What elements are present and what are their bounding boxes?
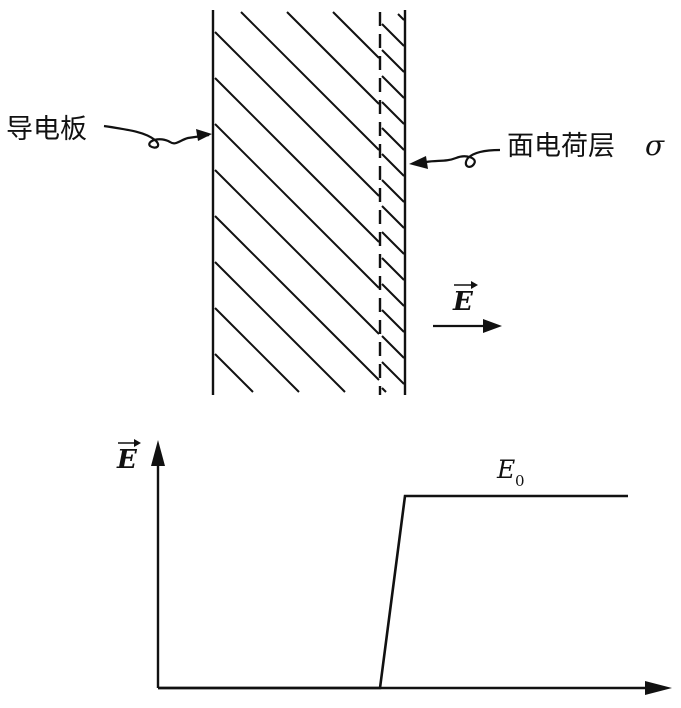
- charge-layer-label: 面电荷层: [507, 131, 615, 162]
- hatch-line: [214, 261, 346, 393]
- field-profile-curve: [158, 494, 628, 690]
- hatch-line: [381, 127, 405, 151]
- hatch-line: [397, 13, 405, 21]
- surface-charge-layer: [378, 10, 407, 395]
- field-vector-group: E: [433, 281, 502, 333]
- hatch-line: [381, 179, 405, 203]
- hatch-line: [214, 307, 300, 393]
- plate-leader-squiggle: [103, 124, 210, 149]
- y-axis-label-overarrow-head: [134, 439, 141, 447]
- hatch-line: [381, 387, 387, 393]
- hatch-line: [214, 123, 380, 289]
- charge-layer-hatching: [381, 13, 405, 393]
- charge-layer-label-group: 面电荷层 σ: [409, 129, 665, 169]
- y-axis-label: E: [116, 445, 138, 475]
- hatch-line: [240, 11, 380, 151]
- hatch-line: [214, 169, 380, 335]
- plate-hatching: [214, 11, 380, 393]
- hatch-line: [381, 101, 405, 125]
- hatch-line: [381, 205, 405, 229]
- plate-label: 导电板: [6, 114, 87, 145]
- hatch-line: [214, 31, 380, 197]
- field-vector-overarrow-head: [471, 281, 478, 289]
- plate-leader-arrowhead: [196, 129, 212, 141]
- field-direction-arrowhead: [483, 319, 502, 333]
- hatch-line: [286, 11, 380, 105]
- hatch-line: [381, 23, 405, 47]
- field-vector-label: E: [452, 287, 474, 317]
- hatch-line: [381, 75, 405, 99]
- x-axis-arrowhead: [645, 681, 672, 695]
- hatch-line: [381, 231, 405, 255]
- hatch-line: [381, 335, 405, 359]
- hatch-line: [214, 77, 380, 243]
- field-plot: E E 0: [116, 439, 672, 695]
- field-level-label: E: [496, 455, 515, 484]
- hatch-line: [381, 283, 405, 307]
- conducting-plate: [211, 10, 380, 395]
- hatch-line: [381, 309, 405, 333]
- field-level-subscript: 0: [515, 472, 525, 490]
- hatch-line: [214, 353, 254, 393]
- hatch-line: [381, 49, 405, 73]
- hatch-line: [381, 361, 405, 385]
- hatch-line: [381, 153, 405, 177]
- charge-layer-leader-arrowhead: [409, 156, 428, 169]
- hatch-line: [214, 215, 380, 381]
- plate-label-group: 导电板: [6, 114, 212, 149]
- sigma-symbol: σ: [645, 129, 665, 162]
- charge-layer-leader-squiggle: [425, 148, 501, 168]
- hatch-line: [332, 11, 380, 59]
- hatch-line: [381, 257, 405, 281]
- y-axis-arrowhead: [151, 440, 165, 466]
